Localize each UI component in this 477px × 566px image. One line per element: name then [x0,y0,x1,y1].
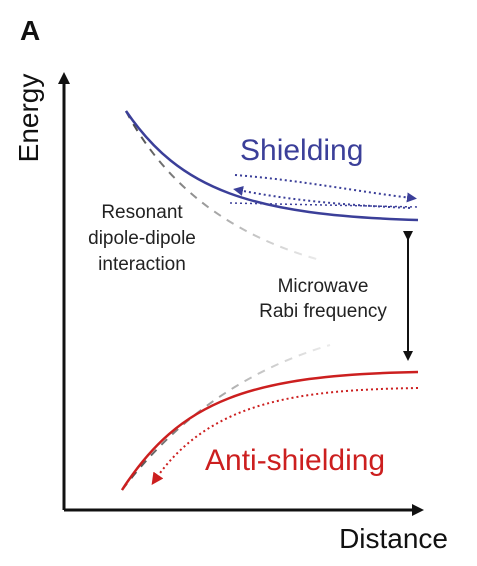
shielding-label: Shielding [240,134,363,167]
resonant-label-line3: interaction [98,254,186,275]
y-axis-label: Energy [13,74,44,163]
anti-shielding-curve [120,370,419,491]
x-axis-label: Distance [339,523,448,554]
resonant-label-line2: dipole-dipole [88,228,196,249]
panel-label: A [20,15,40,46]
microwave-label-line2: Rabi frequency [259,301,387,322]
resonant-upper-dashed-curve [125,110,321,261]
microwave-label-line1: Microwave [278,276,369,297]
resonant-lower-dashed-curve [121,344,331,491]
resonant-label-line1: Resonant [101,202,183,223]
anti-shielding-dotted-arrow [151,387,419,485]
shielding-curve [124,110,419,222]
shielding-outgoing-dotted-arrow [234,174,417,203]
shielding-dotted-level [229,202,419,208]
shielding-return-dotted-arrow [233,186,411,209]
anti-shielding-label: Anti-shielding [205,444,385,477]
